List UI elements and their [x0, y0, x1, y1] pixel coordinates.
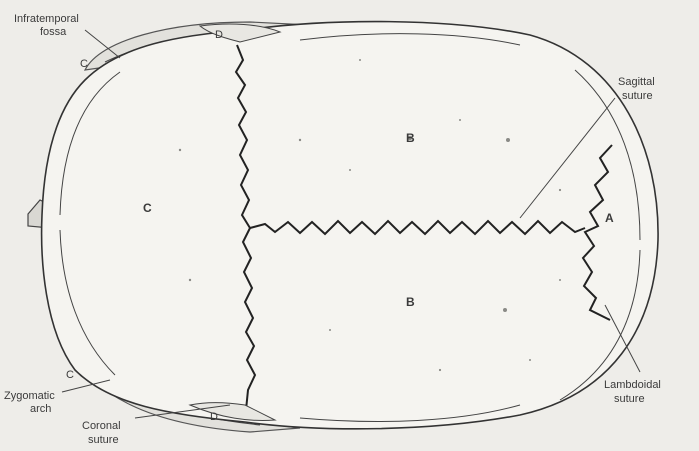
label-sagittal-1: Sagittal — [618, 76, 655, 88]
label-lambdoidal-2: suture — [614, 393, 645, 405]
letter-parietal-top: B — [406, 131, 415, 145]
letter-frontal: C — [143, 201, 152, 215]
label-coronal-2: suture — [88, 434, 119, 446]
letter-zygomatic-bottom: C — [66, 369, 74, 381]
label-lambdoidal-1: Lambdoidal — [604, 379, 661, 391]
label-infratemporal-1: Infratemporal — [14, 13, 79, 25]
label-sagittal-2: suture — [622, 90, 653, 102]
label-infratemporal-2: fossa — [40, 26, 67, 38]
label-zygomatic-1: Zygomatic — [4, 390, 55, 402]
letter-temporal-top: D — [215, 29, 223, 41]
letter-parietal-bottom: B — [406, 295, 415, 309]
label-coronal-1: Coronal — [82, 420, 121, 432]
letter-temporal-bottom: D — [210, 411, 218, 423]
letter-zygomatic-top: C — [80, 58, 88, 70]
label-zygomatic-2: arch — [30, 403, 51, 415]
letter-occipital: A — [605, 211, 614, 225]
